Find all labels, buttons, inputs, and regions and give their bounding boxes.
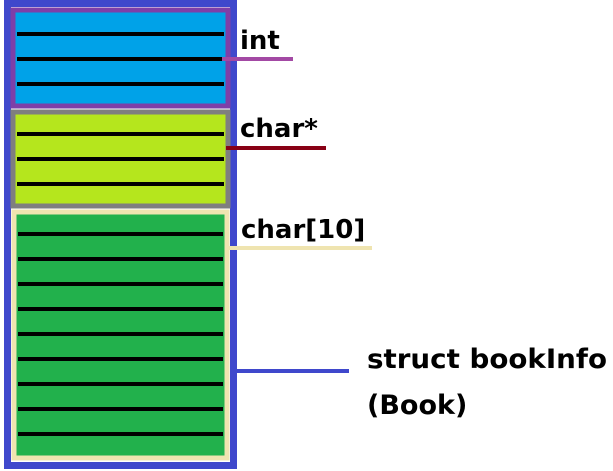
byte-line	[18, 357, 223, 361]
byte-line	[17, 132, 224, 136]
byte-line	[17, 182, 224, 186]
struct-outline	[4, 0, 237, 469]
struct-label-line1: struct bookInfo	[367, 344, 607, 375]
byte-line	[17, 32, 224, 36]
int-byte-lines	[17, 32, 224, 86]
byte-line	[18, 382, 223, 386]
byte-line	[18, 257, 223, 261]
byte-line	[18, 432, 223, 436]
byte-line	[18, 232, 223, 236]
byte-line	[17, 82, 224, 86]
struct-label-line2: (Book)	[367, 390, 467, 421]
char-array-byte-lines	[18, 232, 223, 436]
byte-line	[18, 407, 223, 411]
byte-line	[18, 282, 223, 286]
char-ptr-byte-lines	[17, 132, 224, 186]
byte-line	[17, 157, 224, 161]
int-label: int	[240, 26, 280, 56]
char-ptr-label: char*	[240, 114, 318, 144]
byte-line	[17, 57, 224, 61]
byte-line	[18, 307, 223, 311]
byte-line	[18, 332, 223, 336]
char-array-label: char[10]	[241, 215, 365, 245]
